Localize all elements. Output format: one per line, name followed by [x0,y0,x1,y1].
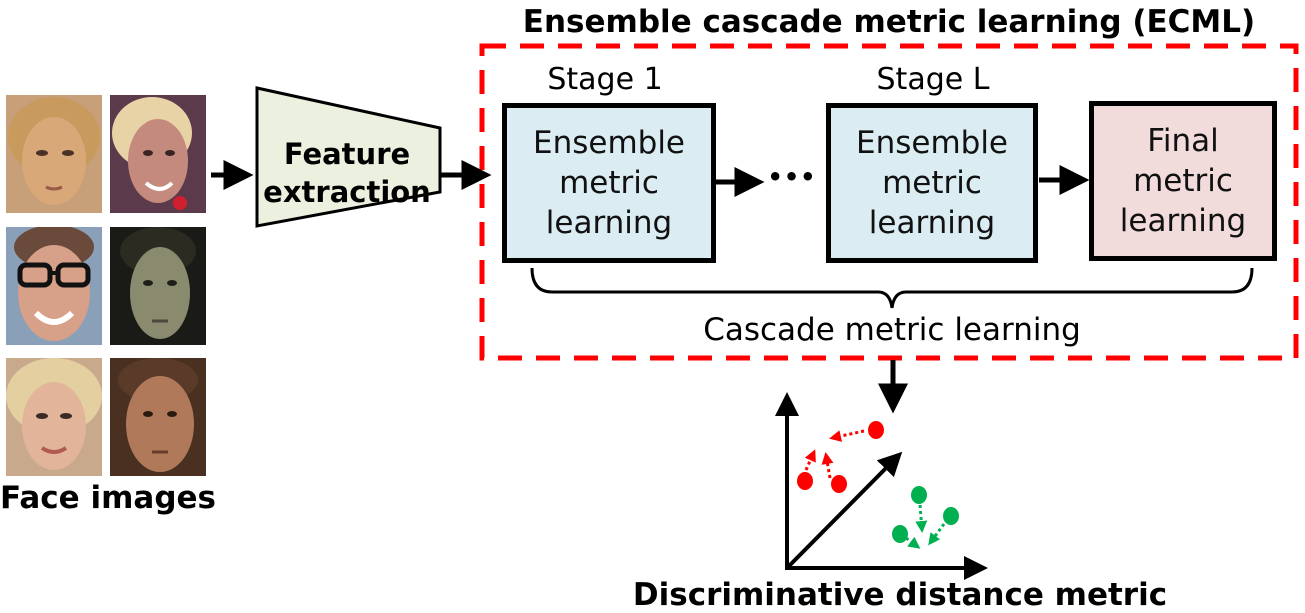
stage-l-box-line1: Ensemble [855,125,1009,161]
green-point-2 [943,507,959,525]
green-arrow-1 [915,504,928,533]
face-image-1 [6,95,102,213]
stage-1-box-line2: metric [559,165,659,201]
stage-l-box-line3: learning [868,205,996,241]
face-image-4 [110,227,206,345]
cascade-metric-label: Cascade metric learning [703,312,1081,348]
red-arrow-1 [829,429,865,442]
feature-extraction-line2: extraction [263,175,431,209]
face-images-label: Face images [0,480,216,516]
face-image-2 [110,95,206,213]
red-arrow-3 [804,449,816,471]
feature-extraction-label: Feature extraction [262,135,432,211]
ellipsis: ••• [767,163,817,191]
final-box-line3: learning [1119,203,1247,239]
face-image-6 [110,358,206,476]
final-box-line1: Final [1147,123,1219,159]
plot-z-axis [785,451,903,570]
metric-label: Discriminative distance metric [632,577,1168,613]
stage-1-box-line3: learning [545,205,673,241]
red-arrow-2 [821,452,834,479]
green-arrow-3 [905,536,921,549]
feature-extraction-line1: Feature [283,137,411,171]
stage-l-label: Stage L [876,62,990,97]
red-point-1 [868,421,884,439]
feature-extraction-trapezoid [255,86,442,228]
final-box-line2: metric [1133,163,1233,199]
face-image-3 [6,227,102,345]
cascade-brace [530,267,1254,309]
stage-1-box-line1: Ensemble [532,125,686,161]
green-point-3 [892,525,908,543]
final-metric-box: Final metric learning [1089,101,1277,261]
stage-l-box-line2: metric [882,165,982,201]
diagram-title: Ensemble cascade metric learning (ECML) [522,4,1256,40]
ecml-dashed-frame [479,43,1299,361]
red-point-3 [831,475,847,493]
green-arrow-2 [928,523,946,546]
stage-l-ensemble-box: Ensemble metric learning [826,103,1038,263]
face-image-5 [6,358,102,476]
green-point-1 [911,486,927,504]
red-point-2 [797,472,813,490]
stage-1-ensemble-box: Ensemble metric learning [502,103,716,263]
metric-plot [775,392,988,580]
stage-1-label: Stage 1 [547,62,663,97]
